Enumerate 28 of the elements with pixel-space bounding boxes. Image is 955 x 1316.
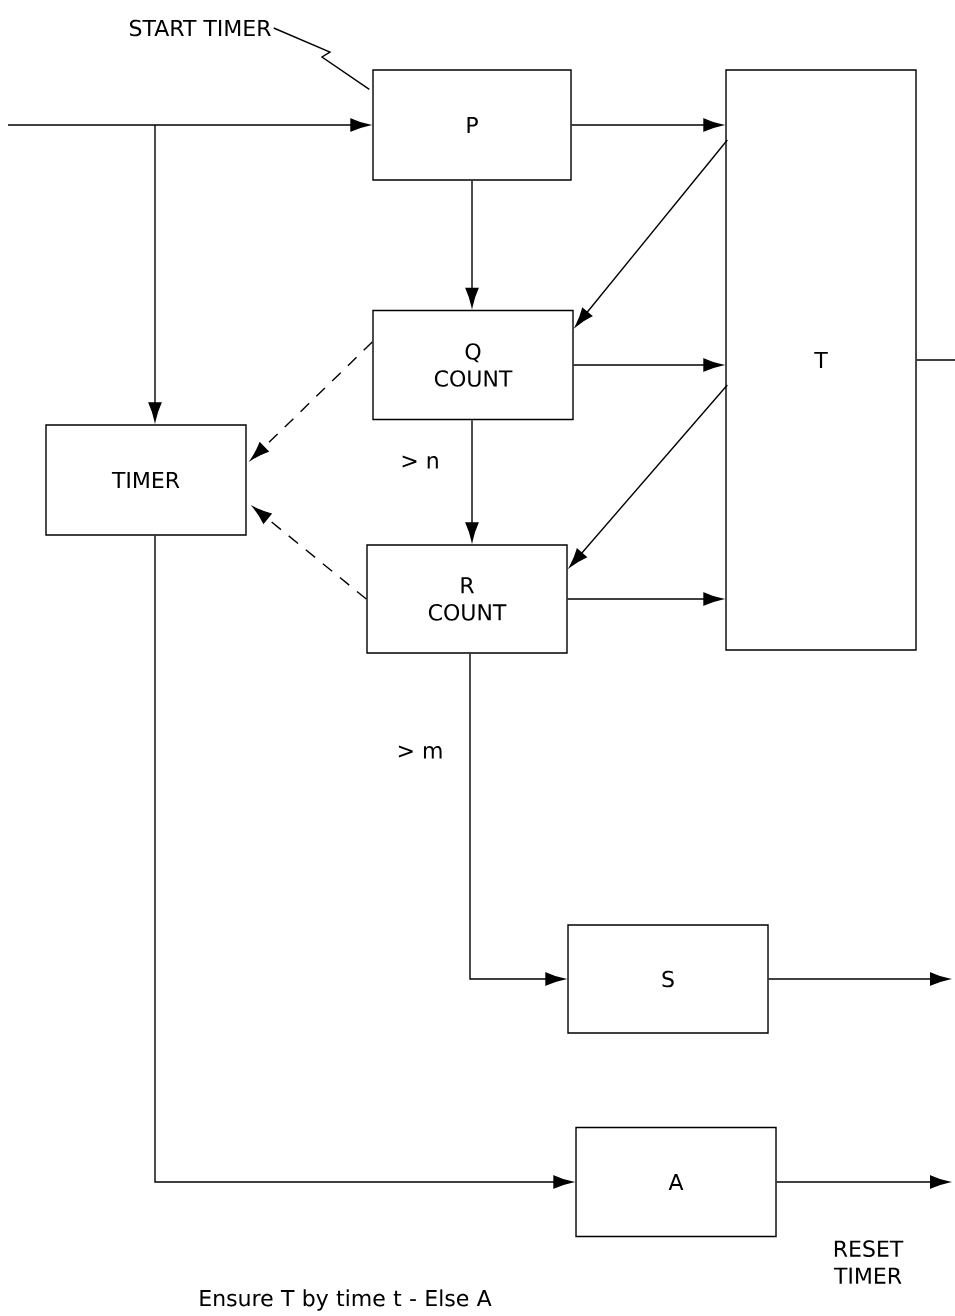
process-box: P: [372, 69, 572, 181]
arrow: [465, 180, 479, 308]
arrow: [575, 139, 728, 327]
timer-box: TIMER: [45, 424, 247, 536]
counter-box: R COUNT: [366, 544, 568, 654]
arrow: [768, 972, 950, 986]
dashed-arrow: [250, 341, 373, 461]
annotation-text: START TIMER: [129, 19, 271, 37]
arrow: [571, 118, 723, 132]
arrow: [573, 358, 723, 372]
arrow: [776, 1175, 950, 1189]
process-box: A: [575, 1126, 777, 1238]
edge-label: > n: [399, 454, 441, 470]
leader-line: [273, 27, 370, 90]
arrow: [7, 118, 370, 132]
dashed-arrow: [252, 506, 367, 600]
arrow: [469, 653, 565, 986]
arrow: [154, 535, 573, 1189]
arrow: [569, 384, 728, 568]
process-box: S: [567, 924, 769, 1034]
note-text: Ensure T by time t - Else A: [200, 1289, 492, 1311]
counter-box: Q COUNT: [372, 309, 574, 421]
arrow: [465, 419, 479, 542]
arrow: [567, 592, 723, 606]
edge-label: > m: [395, 744, 445, 760]
arrow: [148, 124, 162, 422]
note-text: RESET TIMER: [833, 1240, 904, 1284]
process-box: T: [725, 69, 917, 651]
